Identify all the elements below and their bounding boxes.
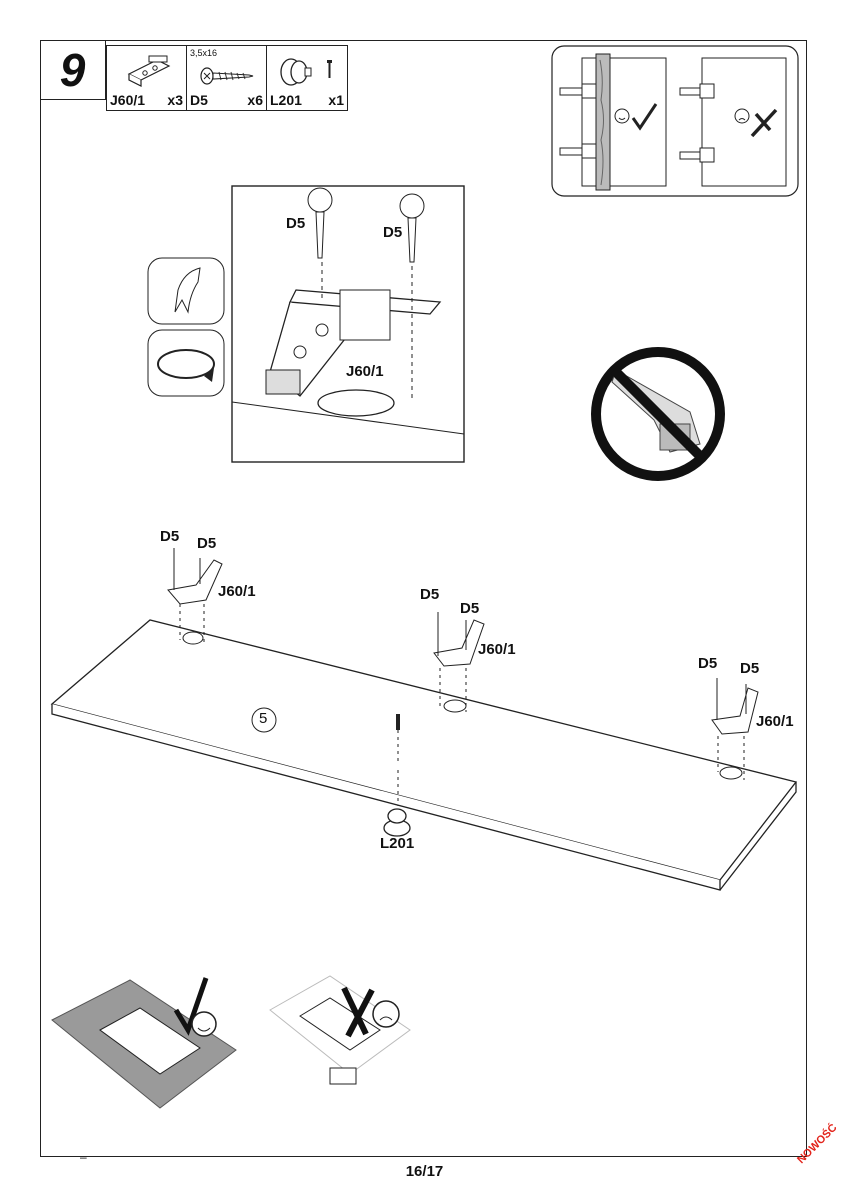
hinge1-screw-b: D5 — [197, 535, 217, 552]
hard-surface-bad — [269, 975, 411, 1085]
part-code: L201 — [270, 92, 302, 108]
hinge-detail — [231, 185, 465, 463]
part-qty: x6 — [247, 92, 263, 108]
part-code: J60/1 — [110, 92, 146, 108]
flip-icon — [147, 257, 225, 325]
detail-hinge-label: J60/1 — [346, 363, 384, 380]
hinge2-screw-a: D5 — [420, 586, 440, 603]
rotate-icon — [147, 329, 225, 397]
hinge1-screw-a: D5 — [160, 528, 180, 545]
hinge2-screw-b: D5 — [460, 600, 480, 617]
step-number: 9 — [40, 40, 106, 100]
part-screw: 3,5x16 D5 x6 — [187, 46, 267, 110]
knob-detail — [383, 808, 411, 837]
part-hinge: J60/1 x3 — [107, 46, 187, 110]
hinge3-screw-b: D5 — [740, 660, 760, 677]
hinge3-screw-a: D5 — [698, 655, 718, 672]
hinge3-label: J60/1 — [756, 713, 794, 730]
knob-icon — [280, 58, 332, 86]
parts-legend: J60/1 x3 3,5x16 D5 x6 L201 x1 — [106, 45, 348, 111]
hinge-icon — [127, 55, 171, 87]
hinge1-label: J60/1 — [218, 583, 256, 600]
guide-lines — [179, 604, 745, 806]
page-frame — [40, 40, 807, 1157]
no-drill-icon — [591, 347, 725, 481]
panel-number: 5 — [259, 710, 268, 727]
knob-label: L201 — [380, 835, 415, 852]
part-spec: 3,5x16 — [190, 48, 218, 58]
part-qty: x1 — [328, 92, 344, 108]
part-knob: L201 x1 — [267, 46, 347, 110]
orientation-hint — [551, 45, 799, 197]
panel-five — [50, 619, 798, 891]
screw-icon — [200, 67, 254, 85]
part-code: D5 — [190, 92, 208, 108]
page-number: 16/17 — [405, 1163, 444, 1180]
detail-screw-left-label: D5 — [286, 215, 306, 232]
hinge2-label: J60/1 — [478, 641, 516, 658]
panel-hinges — [167, 548, 759, 735]
detail-screw-right-label: D5 — [383, 224, 403, 241]
soft-surface-ok — [51, 977, 237, 1109]
footer-mark: – — [80, 1150, 87, 1164]
part-qty: x3 — [167, 92, 183, 108]
